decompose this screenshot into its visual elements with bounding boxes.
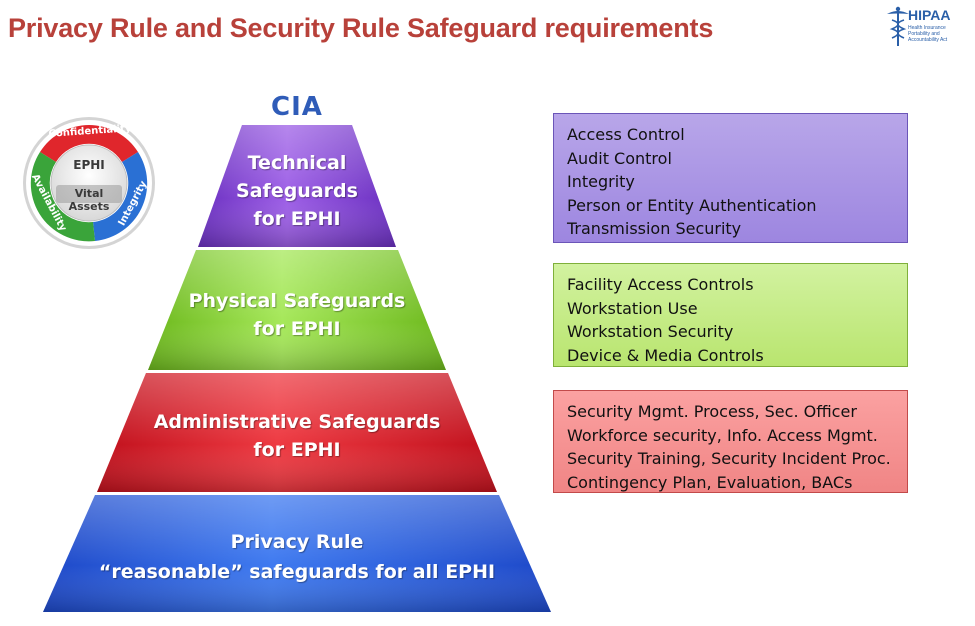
page-title: Privacy Rule and Security Rule Safeguard… bbox=[8, 13, 714, 43]
tier-physical-line2: for EPHI bbox=[253, 318, 341, 340]
list-item: Facility Access Controls bbox=[567, 275, 754, 294]
list-item: Person or Entity Authentication bbox=[567, 195, 817, 215]
seal-ephi-label: EPHI bbox=[73, 158, 105, 172]
tier-privacy-line1: Privacy Rule bbox=[230, 531, 364, 553]
cia-label: CIA bbox=[271, 92, 323, 122]
tier-physical-label: Physical Safeguards for EPHI bbox=[150, 287, 444, 343]
logo-text: HIPAA bbox=[908, 7, 951, 23]
tier-technical-label: Technical Safeguards for EPHI bbox=[222, 149, 372, 233]
list-item: Contingency Plan, Evaluation, BACs bbox=[567, 472, 853, 492]
tier-privacy-label: Privacy Rule “reasonable” safeguards for… bbox=[50, 527, 544, 587]
list-item: Audit Control bbox=[567, 148, 672, 168]
tier-technical-line1: Technical bbox=[247, 152, 347, 174]
list-item: Device & Media Controls bbox=[567, 345, 764, 365]
tier-technical-line3: for EPHI bbox=[253, 208, 341, 230]
administrative-requirements-box: Security Mgmt. Process, Sec. Officer Wor… bbox=[553, 390, 908, 493]
list-item: Workforce security, Info. Access Mgmt. bbox=[567, 425, 878, 445]
technical-requirements-box: Access Control Audit Control Integrity P… bbox=[553, 113, 908, 243]
list-item: Integrity bbox=[567, 172, 635, 191]
list-item: Workstation Security bbox=[567, 322, 734, 341]
list-item: Access Control bbox=[567, 125, 685, 144]
list-item: Security Training, Security Incident Pro… bbox=[567, 449, 891, 468]
cia-seal bbox=[23, 117, 155, 249]
tier-privacy-line2: “reasonable” safeguards for all EPHI bbox=[98, 561, 496, 583]
physical-requirements-box: Facility Access Controls Workstation Use… bbox=[553, 263, 908, 367]
list-item: Workstation Use bbox=[567, 298, 698, 318]
tier-physical-line1: Physical Safeguards bbox=[188, 290, 406, 312]
logo-subtext: Health Insurance Portability and Account… bbox=[908, 25, 948, 43]
tier-administrative-line2: for EPHI bbox=[253, 439, 341, 461]
caduceus-icon bbox=[887, 6, 909, 46]
seal-vital-assets-label: Vital Assets bbox=[68, 187, 110, 213]
list-item: Security Mgmt. Process, Sec. Officer bbox=[567, 402, 857, 421]
tier-administrative-line1: Administrative Safeguards bbox=[153, 411, 441, 433]
tier-technical-line2: Safeguards bbox=[236, 180, 358, 202]
list-item: Transmission Security bbox=[567, 219, 742, 238]
tier-administrative-label: Administrative Safeguards for EPHI bbox=[100, 408, 494, 464]
